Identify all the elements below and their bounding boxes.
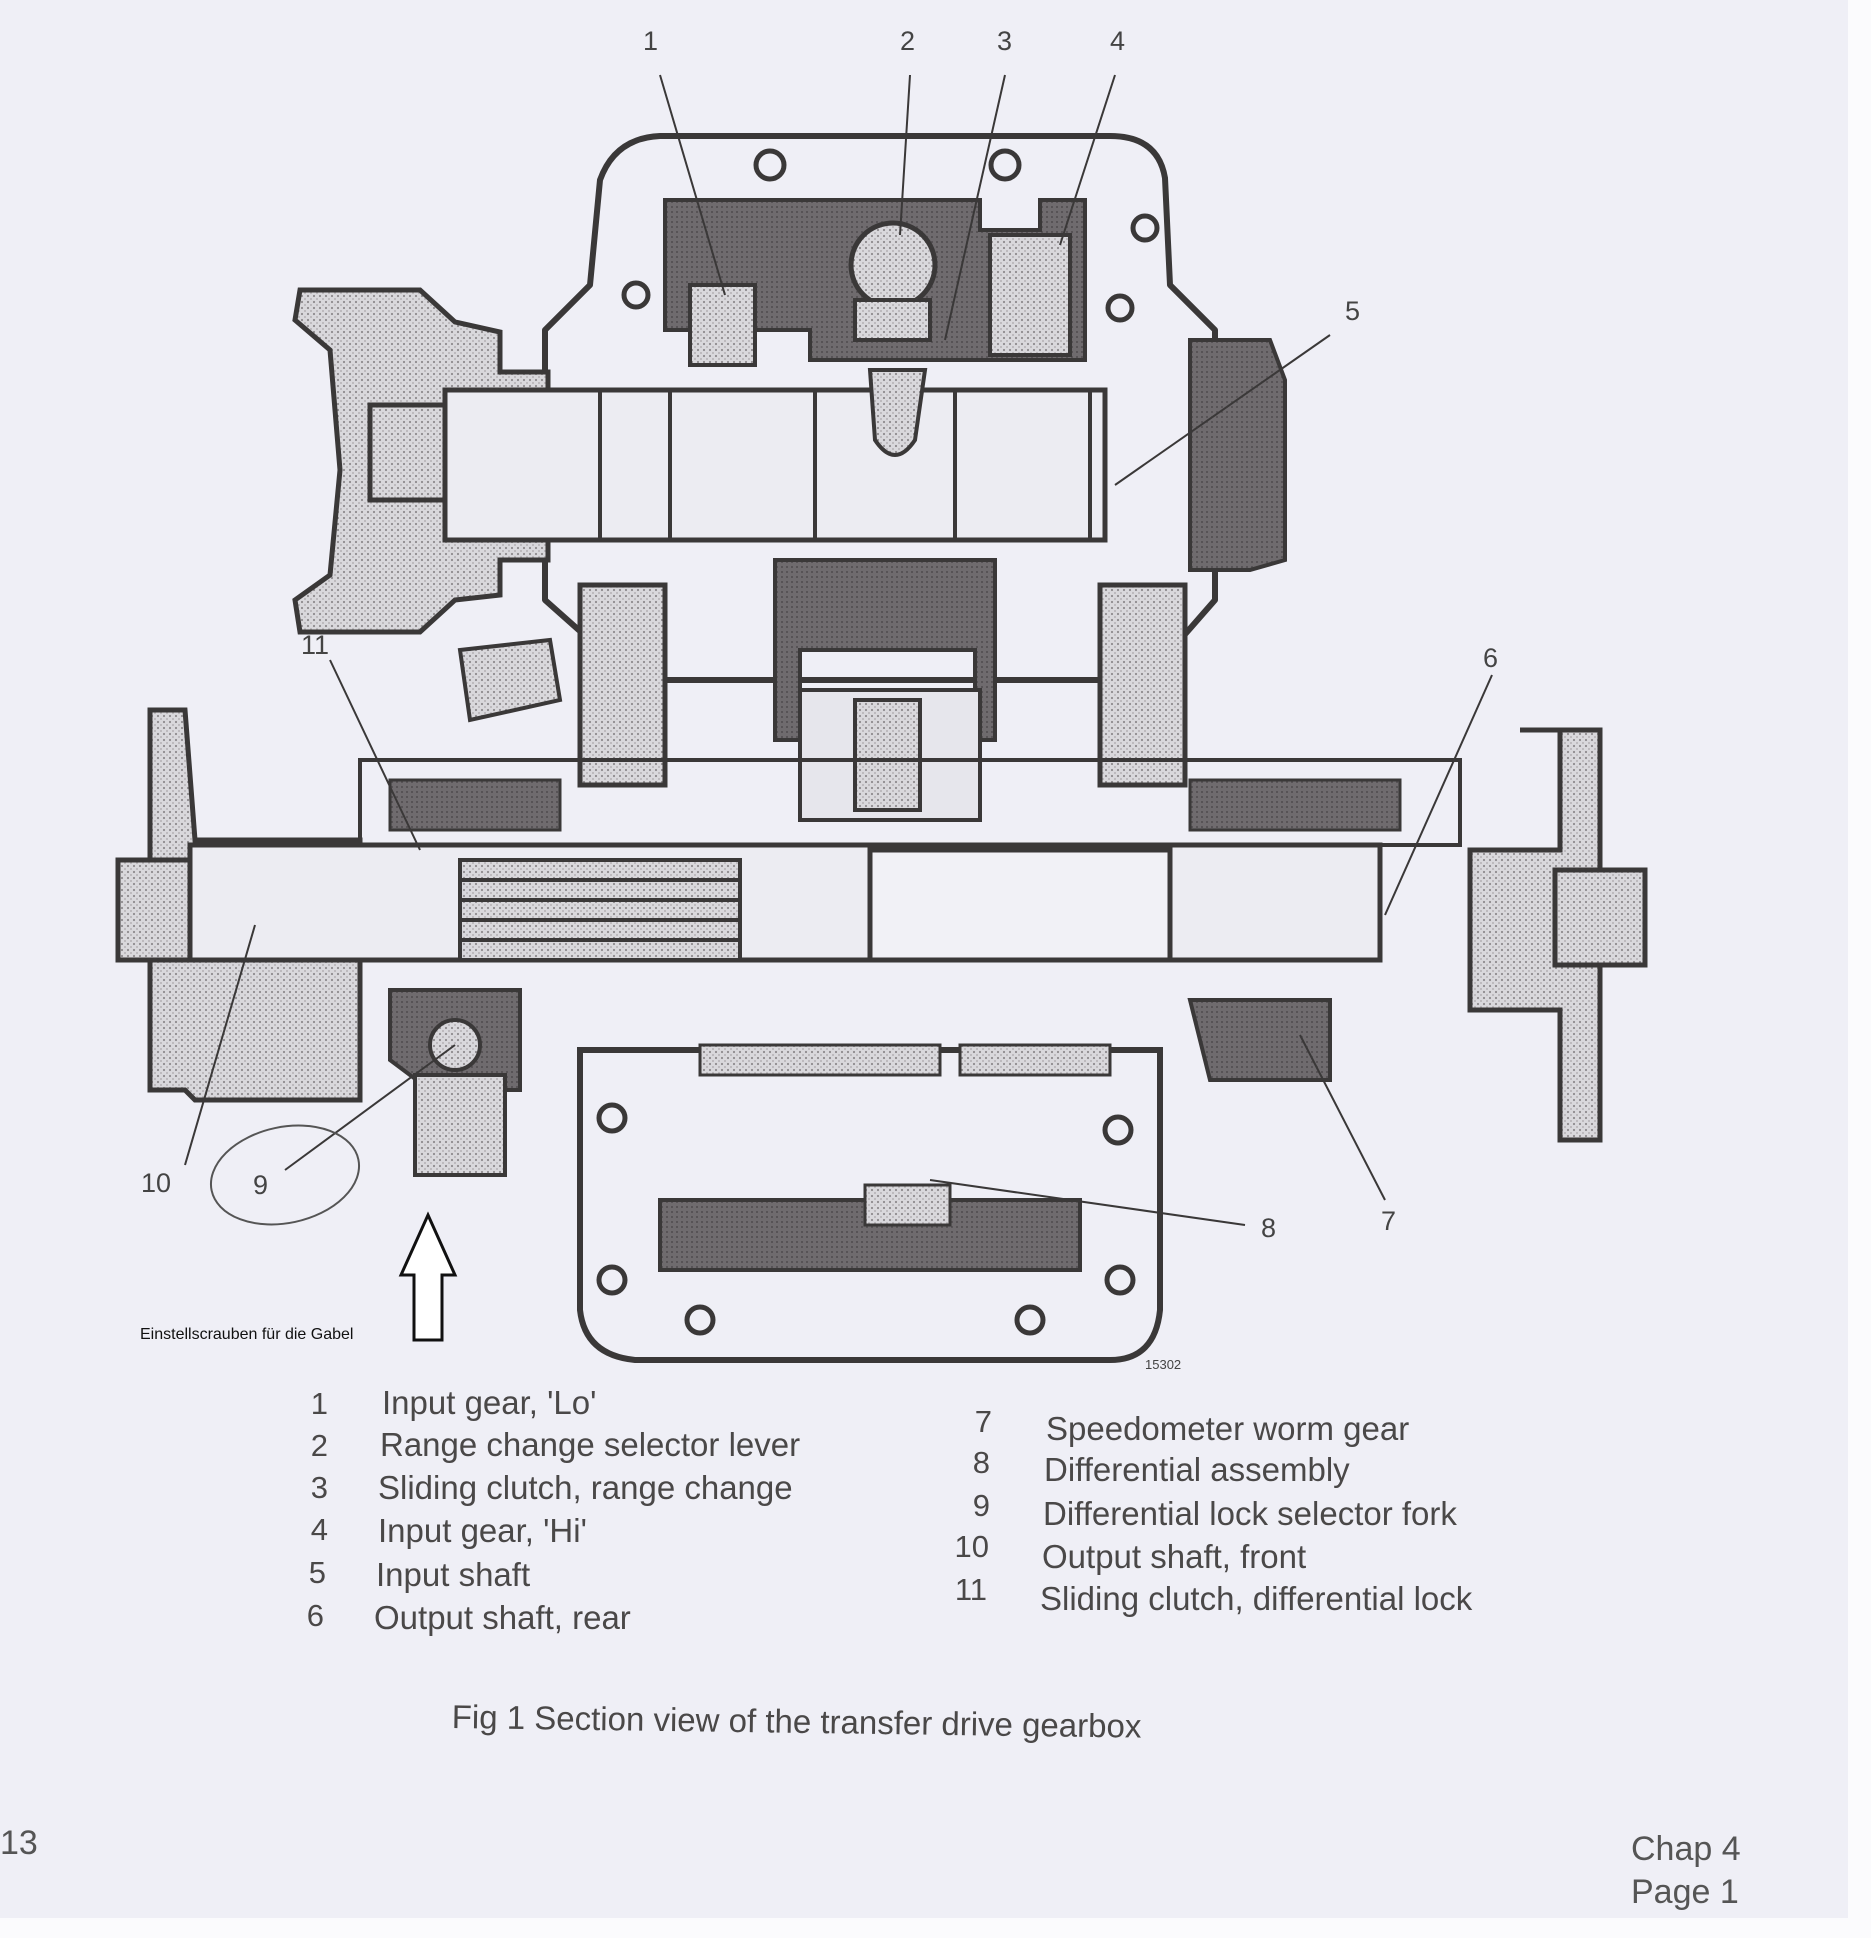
input-shaft [292,287,1287,635]
callout-1: 1 [643,26,659,56]
callout-2: 2 [900,26,916,56]
legend-text-6: Output shaft, rear [374,1599,631,1636]
page-margin-bottom [0,1918,1871,1938]
callout-7: 7 [1381,1206,1397,1236]
legend-text-3: Sliding clutch, range change [378,1469,793,1506]
legend-text-8: Differential assembly [1044,1451,1350,1488]
callout-8: 8 [1261,1213,1277,1243]
legend-num-5: 5 [308,1555,326,1590]
sump-bolt-holes [596,1102,1136,1336]
callout-6: 6 [1483,643,1499,673]
lower-housing [388,988,1332,1363]
page-margin-right [1848,0,1871,1938]
legend-num-10: 10 [954,1529,989,1564]
figure-stamp: 15302 [1145,1357,1182,1372]
callout-9: 9 [253,1170,269,1200]
footer-right: Chap 4 Page 1 [1631,1828,1741,1913]
legend-num-1: 1 [310,1386,328,1421]
callout-10: 10 [141,1168,172,1198]
output-shaft-assembly [115,707,1648,1143]
intermediate-gears [457,558,1188,822]
legend-num-11: 11 [954,1572,987,1607]
top-chamber [663,198,1087,367]
legend-num-8: 8 [972,1445,990,1480]
legend-num-4: 4 [310,1512,328,1547]
leader-lines [184,74,1493,1226]
legend-text-7: Speedometer worm gear [1046,1410,1410,1447]
chapter-label: Chap 4 [1631,1830,1741,1868]
annotation-note: Einstellscrauben für die Gabel [140,1326,354,1343]
legend-num-3: 3 [310,1470,328,1505]
callout-9-circle [209,1124,361,1226]
legend-text-11: Sliding clutch, differential lock [1040,1580,1473,1617]
legend-text-5: Input shaft [376,1556,531,1593]
legend-text-9: Differential lock selector fork [1043,1495,1457,1532]
legend-num-7: 7 [974,1404,992,1439]
legend-text-2: Range change selector lever [380,1426,801,1463]
callout-5: 5 [1345,296,1361,326]
legend-text-4: Input gear, 'Hi' [378,1512,587,1549]
legend-num-6: 6 [306,1598,324,1633]
footer-left: 13 [0,1824,38,1862]
callout-3: 3 [997,26,1013,56]
legend-text-10: Output shaft, front [1042,1538,1307,1575]
legend-num-9: 9 [972,1488,990,1523]
page-number: Page 1 [1631,1872,1739,1911]
legend-num-2: 2 [310,1428,328,1463]
up-arrow-icon [398,1211,458,1342]
gearbox-section-diagram [115,74,1648,1363]
callout-11: 11 [301,630,330,660]
legend-text-1: Input gear, 'Lo' [382,1384,597,1421]
callout-4: 4 [1110,26,1126,56]
